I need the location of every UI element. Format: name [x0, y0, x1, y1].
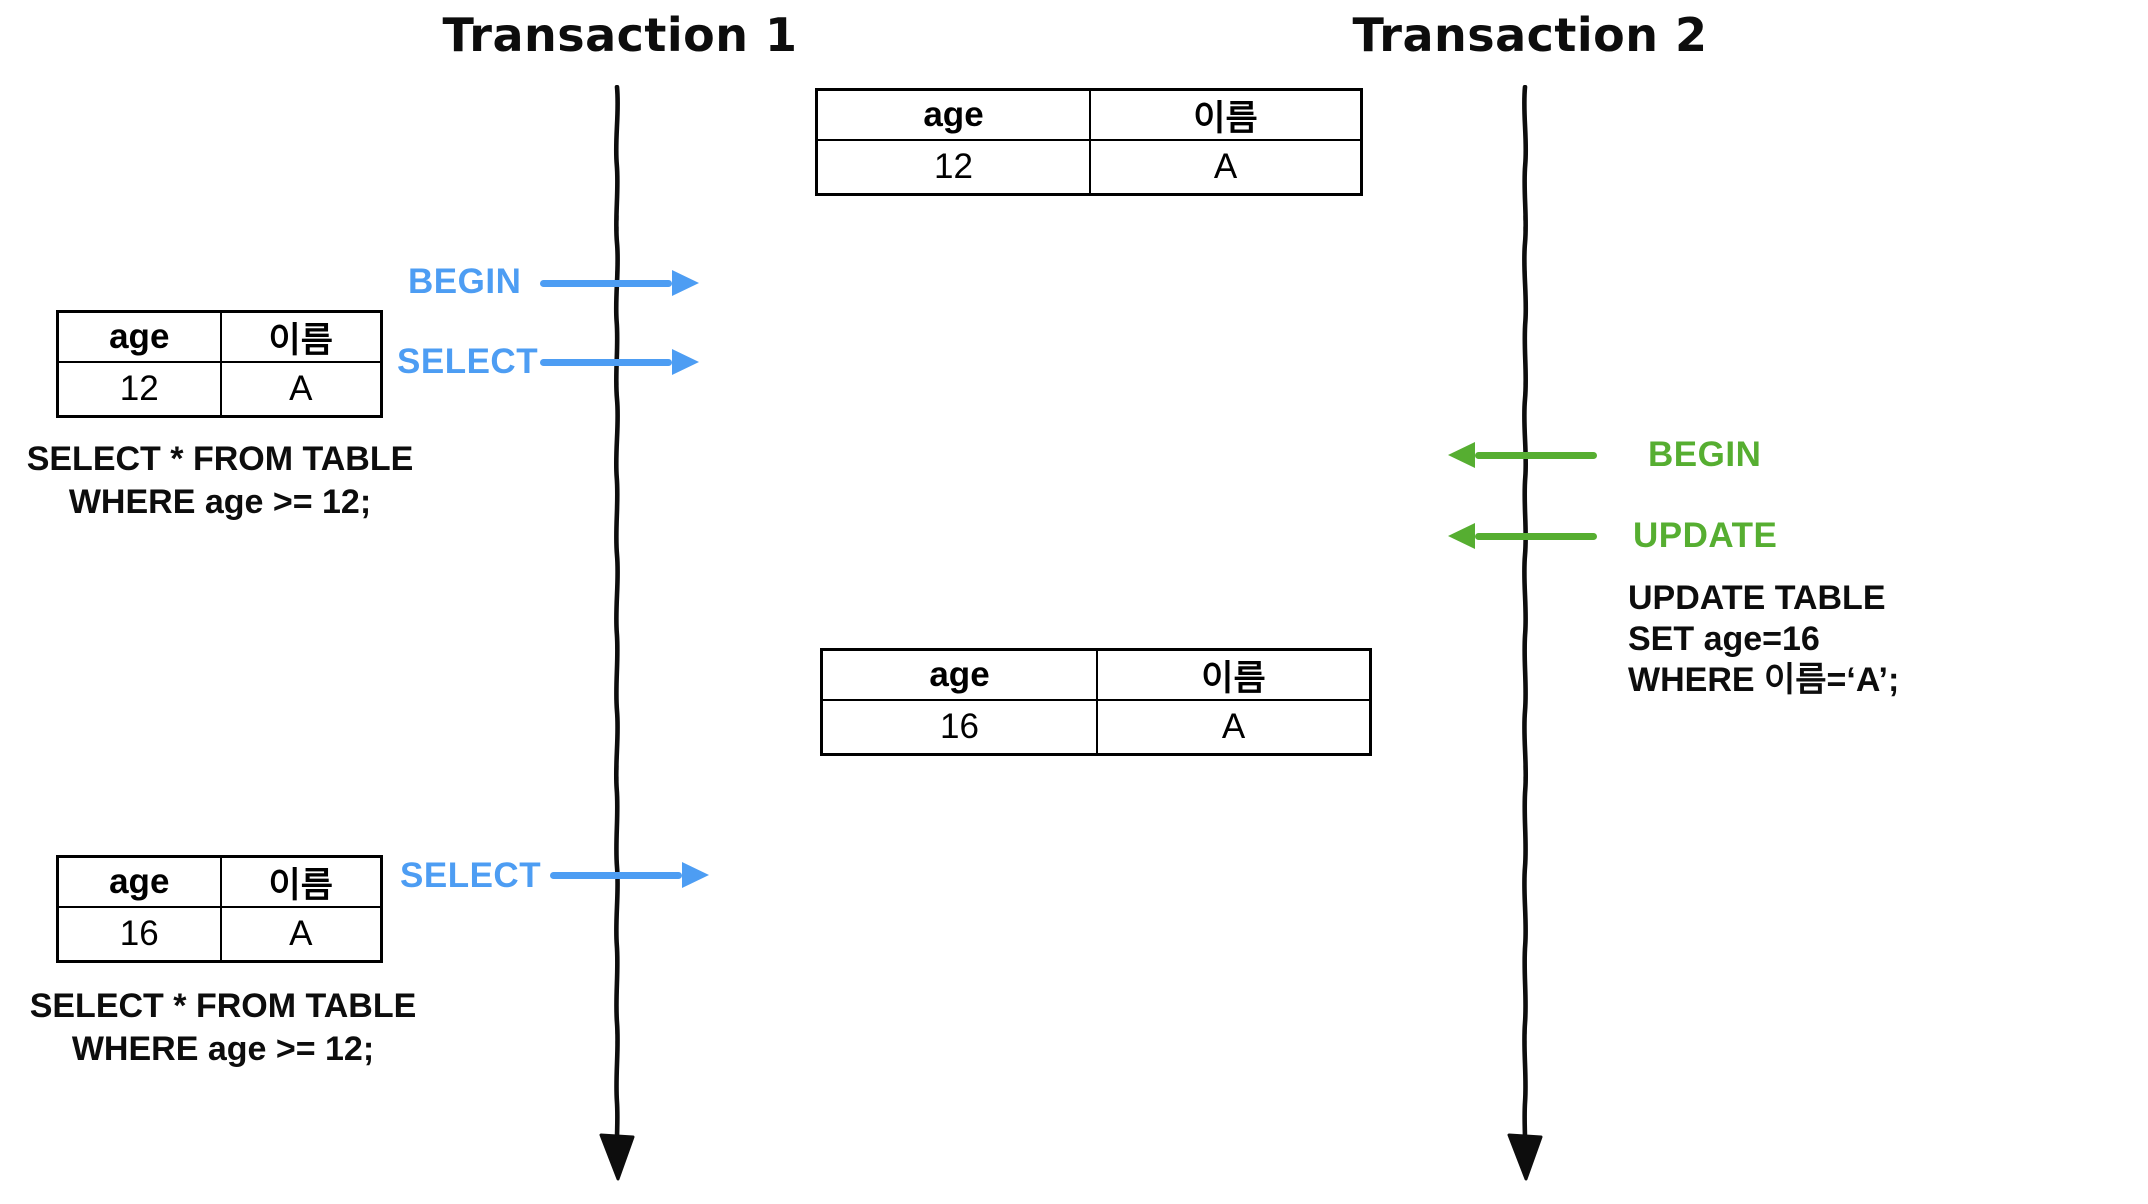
arrow-left-icon: [1448, 523, 1475, 549]
t2-update-arrow: [1448, 522, 1597, 550]
table-cell-name: A: [219, 361, 380, 415]
transaction1-timeline: [599, 85, 635, 1181]
transaction2-timeline: [1507, 85, 1543, 1181]
table-cell-age: 12: [818, 139, 1089, 193]
t2-begin-label: BEGIN: [1648, 435, 1762, 474]
table-cell-age: 16: [59, 906, 220, 960]
sql-line: WHERE age >= 12;: [68, 483, 372, 521]
arrow-right-icon: [682, 862, 709, 888]
arrow-right-icon: [672, 349, 699, 375]
table-header-age: age: [929, 655, 990, 694]
arrow-shaft: [1475, 532, 1597, 540]
t1-begin-arrow: [540, 269, 699, 297]
t1-select-label-1: SELECT: [397, 342, 539, 381]
transaction2-title: Transaction 2: [1352, 8, 1708, 62]
t1-select-query-1: SELECT * FROM TABLE WHERE age >= 12;: [25, 438, 415, 524]
t1-result-table-1: age 이름 12 A: [56, 310, 383, 418]
db-table-initial: age 이름 12 A: [815, 88, 1363, 196]
table-header-name: 이름: [219, 313, 381, 361]
arrow-left-icon: [1448, 442, 1475, 468]
sql-line: WHERE 이름=‘A’;: [1628, 661, 1900, 699]
table-header-age: age: [923, 95, 984, 134]
sql-line: SELECT * FROM TABLE: [29, 987, 417, 1025]
arrow-shaft: [1475, 451, 1597, 459]
arrow-shaft: [540, 358, 672, 366]
table-cell-age: 12: [59, 361, 220, 415]
t2-update-query: UPDATE TABLE SET age=16 WHERE 이름=‘A’;: [1628, 578, 1899, 701]
t1-result-table-2: age 이름 16 A: [56, 855, 383, 963]
table-header-name: 이름: [1089, 91, 1360, 139]
table-header-name: 이름: [1096, 651, 1369, 699]
t1-select-arrow-1: [540, 348, 699, 376]
t2-begin-arrow: [1448, 441, 1597, 469]
t1-begin-label: BEGIN: [408, 262, 522, 301]
timeline-arrow-down-icon: [1507, 1133, 1543, 1181]
sql-line: UPDATE TABLE: [1628, 579, 1886, 617]
timeline-arrow-down-icon: [599, 1133, 635, 1181]
t2-update-label: UPDATE: [1633, 516, 1778, 555]
t1-select-label-2: SELECT: [400, 856, 542, 895]
sql-line: SET age=16: [1628, 620, 1820, 658]
arrow-right-icon: [672, 270, 699, 296]
arrow-shaft: [540, 279, 672, 287]
sql-line: WHERE age >= 12;: [71, 1030, 375, 1068]
table-header-name: 이름: [219, 858, 381, 906]
table-header-age: age: [109, 862, 170, 901]
table-cell-name: A: [219, 906, 380, 960]
db-table-after-update: age 이름 16 A: [820, 648, 1372, 756]
arrow-shaft: [550, 871, 682, 879]
transaction1-title: Transaction 1: [442, 8, 798, 62]
table-cell-name: A: [1096, 699, 1369, 753]
sql-line: SELECT * FROM TABLE: [26, 440, 414, 478]
table-header-age: age: [109, 317, 170, 356]
t1-select-query-2: SELECT * FROM TABLE WHERE age >= 12;: [28, 985, 418, 1071]
table-cell-name: A: [1089, 139, 1360, 193]
t1-select-arrow-2: [550, 861, 709, 889]
table-cell-age: 16: [823, 699, 1096, 753]
